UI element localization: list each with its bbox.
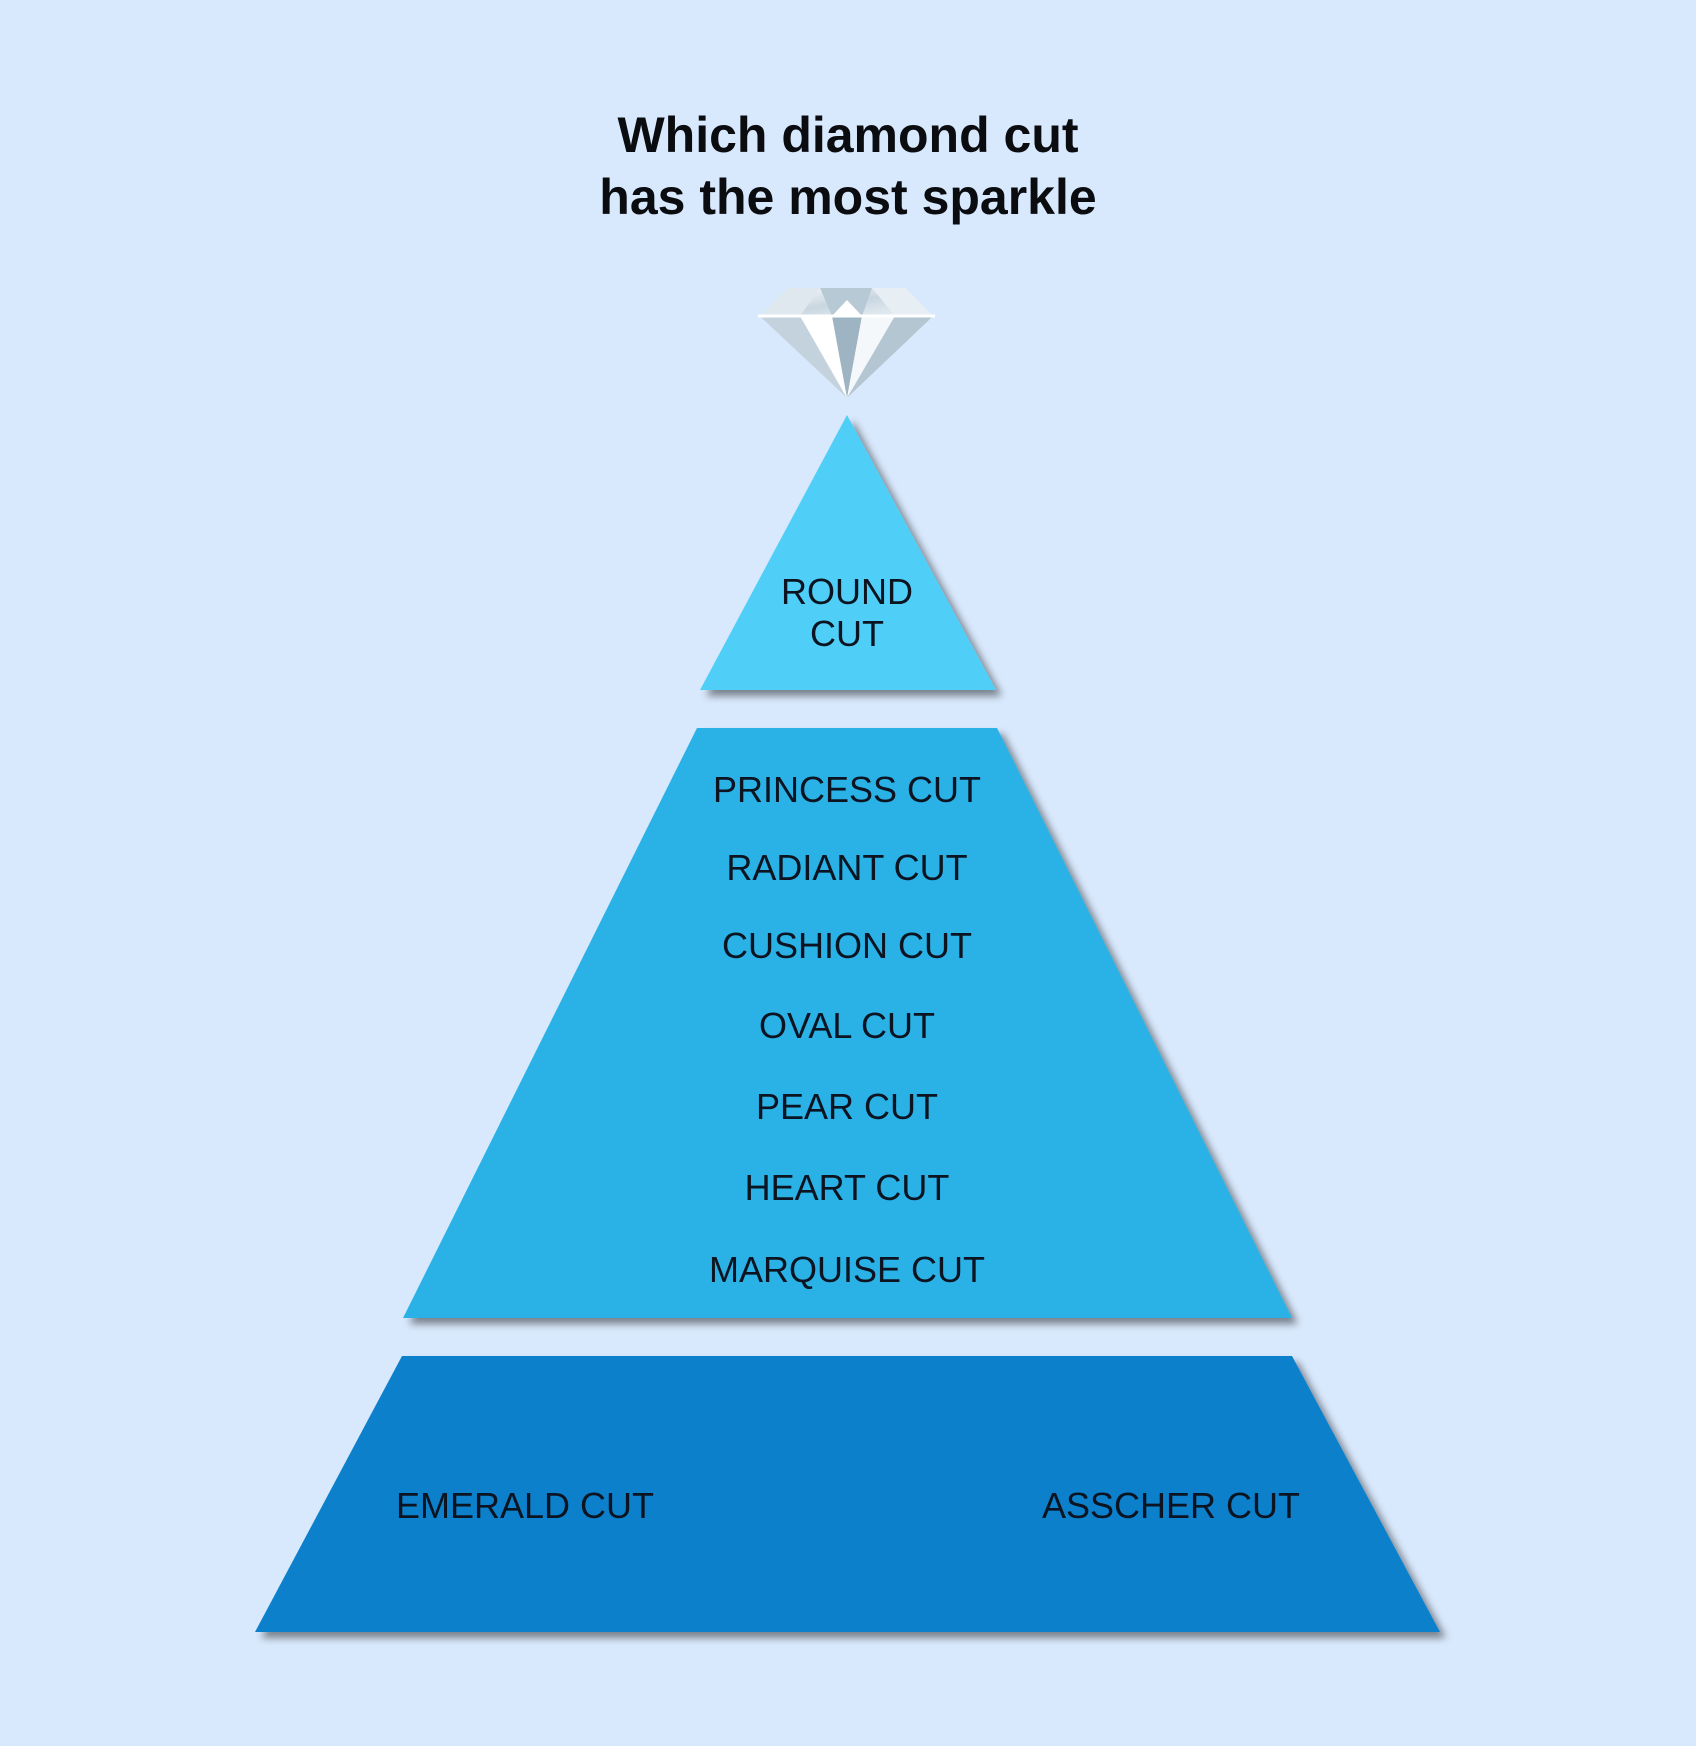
- label-marquise-cut: MARQUISE CUT: [708, 1249, 986, 1290]
- tier-middle-shape: [403, 728, 1292, 1318]
- label-pear-cut: PEAR CUT: [755, 1086, 939, 1127]
- label-emerald-cut: EMERALD CUT: [395, 1485, 655, 1526]
- label-cushion-cut: CUSHION CUT: [722, 925, 972, 966]
- label-oval-cut: OVAL CUT: [758, 1005, 936, 1046]
- diamond-icon: [758, 288, 935, 398]
- tier-top-shape: [700, 415, 996, 690]
- tier-top-label: ROUND CUT: [781, 571, 913, 655]
- label-heart-cut: HEART CUT: [744, 1167, 950, 1208]
- title-line-2: has the most sparkle: [599, 169, 1097, 225]
- tier-bottom-shape: [255, 1356, 1440, 1632]
- round-cut-line-2: CUT: [810, 613, 884, 654]
- round-cut-line-1: ROUND: [781, 571, 913, 612]
- label-asscher-cut: ASSCHER CUT: [1041, 1485, 1301, 1526]
- page-title: Which diamond cut has the most sparkle: [0, 104, 1696, 228]
- title-line-1: Which diamond cut: [617, 107, 1079, 163]
- label-radiant-cut: RADIANT CUT: [726, 847, 968, 888]
- label-princess-cut: PRINCESS CUT: [712, 769, 982, 810]
